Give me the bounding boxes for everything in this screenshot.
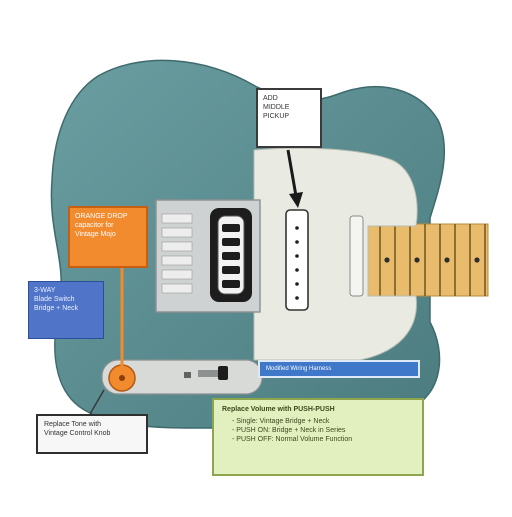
callout-line: ADD	[263, 95, 278, 102]
callout-push-push: Replace Volume with PUSH-PUSH - Single: …	[212, 398, 424, 476]
callout-title: Replace Volume with PUSH-PUSH	[222, 406, 335, 413]
callout-line: capacitor for	[75, 222, 114, 229]
callout-line: Vintage Control Knob	[44, 430, 111, 437]
fret-markers	[384, 257, 480, 263]
callout-line: Vintage Mojo	[75, 231, 116, 238]
callout-line: ORANGE DROP	[75, 213, 128, 220]
middle-pickup	[285, 209, 309, 311]
callout-item: - Single: Vintage Bridge + Neck	[232, 418, 330, 425]
callout-line: Blade Switch	[34, 296, 75, 303]
callout-orange-drop: ORANGE DROP capacitor for Vintage Mojo	[68, 206, 148, 268]
callout-line: Replace Tone with	[44, 421, 102, 428]
callout-wiring-harness: Modified Wiring Harness	[258, 360, 420, 378]
callout-replace-knob: Replace Tone with Vintage Control Knob	[36, 414, 148, 454]
callout-item: - PUSH OFF: Normal Volume Function	[232, 436, 353, 443]
bridge-saddles	[161, 213, 193, 294]
callout-line: MIDDLE	[263, 104, 290, 111]
neck-pickup	[349, 215, 364, 297]
bridge-pickup-poles	[222, 224, 240, 288]
callout-line: 3-WAY	[34, 287, 56, 294]
callout-add-middle-pickup: ADD MIDDLE PICKUP	[256, 88, 322, 148]
callout-line: PICKUP	[263, 113, 290, 120]
callout-line: Bridge + Neck	[34, 305, 79, 312]
tone-knob-center	[119, 375, 125, 381]
fret-wires	[379, 224, 486, 296]
add-pickup-arrow	[286, 149, 298, 197]
callout-line: Modified Wiring Harness	[266, 366, 332, 372]
callout-blade-switch: 3-WAY Blade Switch Bridge + Neck	[28, 281, 104, 339]
add-pickup-arrowhead	[289, 192, 303, 208]
callout-item: - PUSH ON: Bridge + Neck in Series	[232, 427, 346, 434]
pickup-pole-pieces	[295, 226, 299, 300]
replace-connector	[89, 389, 105, 415]
blade-switch	[184, 366, 228, 380]
